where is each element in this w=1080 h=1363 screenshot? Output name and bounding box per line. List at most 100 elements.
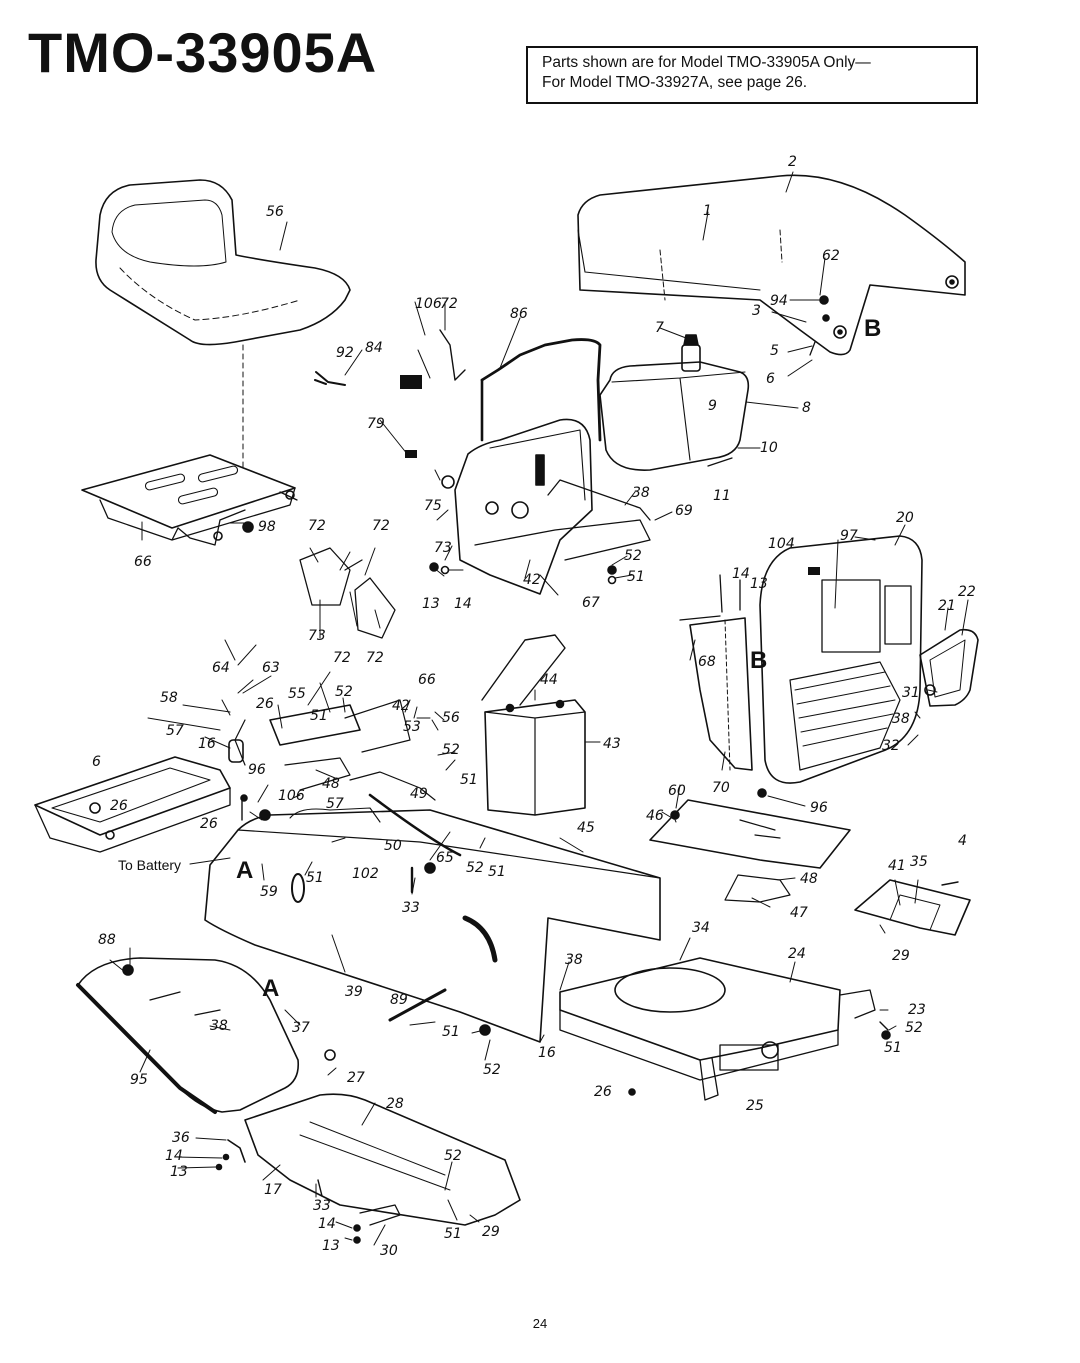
part-label: 38: [892, 711, 910, 727]
part-label: 57: [326, 796, 344, 812]
part-label: 36: [172, 1130, 190, 1146]
part-label: 20: [896, 510, 914, 526]
part-label: 35: [910, 854, 928, 870]
part-label: 72: [366, 650, 384, 666]
part-label: 34: [692, 920, 710, 936]
part-label: 32: [882, 738, 900, 754]
part-label: 65: [436, 850, 454, 866]
part-label: 96: [810, 800, 828, 816]
part-label: 41: [888, 858, 906, 874]
part-label: 21: [938, 598, 956, 614]
part-label: 13: [322, 1238, 340, 1254]
part-label: 13: [750, 576, 768, 592]
part-label: 42: [392, 698, 410, 714]
part-label: 45: [577, 820, 595, 836]
part-label: 2: [788, 154, 797, 170]
part-label: 16: [538, 1045, 556, 1061]
part-label: 26: [200, 816, 218, 832]
part-label: 68: [698, 654, 716, 670]
part-label: 50: [384, 838, 402, 854]
part-label: 6: [92, 754, 101, 770]
part-label: 6: [766, 371, 775, 387]
part-label: 96: [248, 762, 266, 778]
part-label: 64: [212, 660, 230, 676]
part-label: 26: [594, 1084, 612, 1100]
part-number-labels: 56 2 1 62 94 3 7 5 6 9 8 10 11 38 69 52 …: [92, 154, 976, 1259]
fuel-tank: [599, 334, 750, 471]
part-label: 26: [110, 798, 128, 814]
part-label: 33: [313, 1198, 331, 1214]
part-label: 52: [905, 1020, 923, 1036]
part-label: 10: [760, 440, 778, 456]
small-hardware: [215, 295, 959, 1244]
part-label: 14: [454, 596, 472, 612]
part-label: 52: [444, 1148, 462, 1164]
part-label: 89: [390, 992, 408, 1008]
leader-lines: [109, 171, 969, 1246]
part-label: 56: [266, 204, 284, 220]
part-label: 46: [646, 808, 664, 824]
part-label: 37: [292, 1020, 310, 1036]
part-label: 48: [800, 871, 818, 887]
part-label: 26: [256, 696, 274, 712]
part-label: 102: [352, 866, 379, 882]
part-label: 51: [306, 870, 324, 886]
part-label: 53: [403, 719, 421, 735]
part-label: 51: [884, 1040, 902, 1056]
part-label: 29: [892, 948, 910, 964]
hood: [577, 174, 966, 356]
part-label: 31: [902, 685, 920, 701]
part-label: 30: [380, 1243, 398, 1259]
part-label: 16: [198, 736, 216, 752]
part-label: 51: [488, 864, 506, 880]
dash-panel: [441, 338, 651, 595]
to-battery-label: To Battery: [118, 857, 181, 873]
part-label: 75: [424, 498, 442, 514]
part-label: 70: [712, 780, 730, 796]
part-label: 62: [822, 248, 840, 264]
seat-mounting-plate: [81, 454, 298, 546]
part-label: 59: [260, 884, 278, 900]
part-label: 58: [160, 690, 178, 706]
part-label: 69: [675, 503, 693, 519]
part-label: 25: [746, 1098, 764, 1114]
fender: [204, 807, 661, 1043]
part-label: 97: [840, 528, 858, 544]
part-label: 1: [703, 203, 712, 219]
battery: [481, 634, 586, 816]
part-label: 52: [483, 1062, 501, 1078]
part-label: 9: [708, 398, 717, 414]
page-number: 24: [532, 1316, 548, 1331]
reference-callouts: B B A A To Battery: [118, 315, 881, 1002]
part-label: 72: [372, 518, 390, 534]
part-label: 4: [958, 833, 967, 849]
rear-step: [854, 879, 971, 936]
part-label: 56: [442, 710, 460, 726]
part-label: 72: [333, 650, 351, 666]
footrest-left: [76, 957, 300, 1114]
part-label: 73: [308, 628, 326, 644]
part-label: 8: [802, 400, 811, 416]
part-label: 104: [768, 536, 795, 552]
part-label: 57: [166, 723, 184, 739]
part-label: 13: [422, 596, 440, 612]
part-label: 13: [170, 1164, 188, 1180]
part-label: 24: [788, 946, 806, 962]
part-label: 52: [442, 742, 460, 758]
part-label: 92: [336, 345, 354, 361]
part-label: 27: [347, 1070, 365, 1086]
part-label: 94: [770, 293, 788, 309]
part-label: 48: [322, 776, 340, 792]
part-label: 72: [440, 296, 458, 312]
part-label: 29: [482, 1224, 500, 1240]
part-label: 38: [210, 1018, 228, 1034]
part-label: 38: [632, 485, 650, 501]
part-label: 66: [134, 554, 152, 570]
pedal-bracket: [349, 771, 876, 1019]
part-label: 72: [308, 518, 326, 534]
ref-callout-a: A: [262, 975, 279, 1002]
part-label: 86: [510, 306, 528, 322]
part-label: 17: [264, 1182, 282, 1198]
part-label: 11: [713, 488, 731, 504]
